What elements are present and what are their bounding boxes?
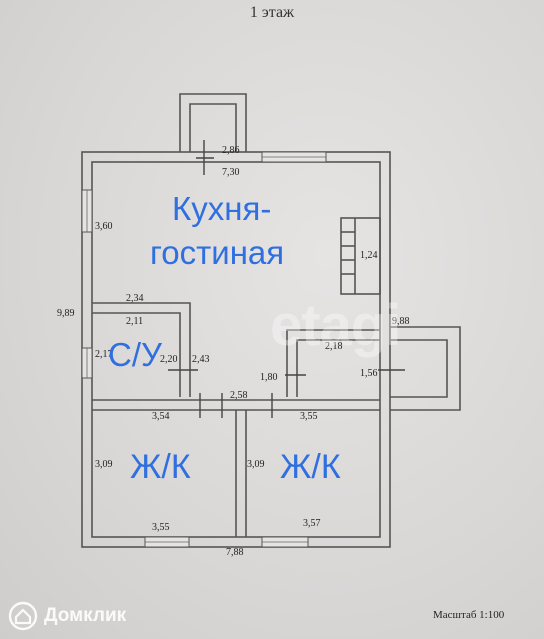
room-label-bedroom-left: Ж/К (130, 448, 191, 486)
dim-left-room-top: 3,54 (152, 411, 170, 422)
dim-corridor-mid: 2,58 (230, 390, 248, 401)
floor-title: 1 этаж (249, 4, 295, 21)
stairs-outline (340, 217, 381, 295)
dim-left-room-side: 3,09 (95, 459, 113, 470)
logo-text: Домклик (44, 605, 127, 626)
right-porch-outer (390, 326, 461, 411)
watermark: etagi (270, 293, 401, 358)
dim-right-room-bottom: 3,57 (303, 518, 321, 529)
dim-bottom-total: 7,88 (226, 547, 244, 558)
right-porch-inner (390, 339, 448, 398)
dim-stair: 1,24 (360, 250, 378, 261)
room-label-kitchen-line1: Кухня- (172, 190, 272, 227)
dim-left-upper: 3,60 (95, 221, 113, 232)
dim-left-room-bottom: 3,55 (152, 522, 170, 533)
bath-wall-inner (92, 312, 181, 397)
dim-bath-right: 2,43 (192, 354, 210, 365)
dim-hall-right-inner: 1,80 (260, 372, 278, 383)
dim-right-room-top: 3,55 (300, 411, 318, 422)
scale-label: Масштаб 1:100 (433, 609, 505, 621)
dim-bath-top-outer: 2,34 (126, 293, 144, 304)
room-label-bedroom-right: Ж/К (280, 448, 341, 486)
dim-bath-side: 2,17 (95, 349, 113, 360)
dim-left-total: 9,89 (57, 308, 75, 319)
dim-right-total: 9,88 (392, 316, 410, 327)
bath-wall-outer (92, 302, 191, 397)
dim-porch-right: 1,56 (360, 368, 378, 379)
house-logo-icon (8, 601, 38, 631)
hall-wall-inner (296, 339, 380, 397)
dim-right-room-side: 3,09 (247, 459, 265, 470)
domclick-logo: Домклик (8, 601, 126, 631)
top-porch-inner (189, 103, 237, 152)
room-label-bathroom: С/У (108, 336, 162, 373)
dim-top-wall: 7,30 (222, 167, 240, 178)
room-label-kitchen-line2: гостиная (150, 234, 285, 271)
dim-bath-inner: 2,20 (160, 354, 178, 365)
dim-hall-right-top: 2,18 (325, 341, 343, 352)
dim-porch-top: 2,86 (222, 145, 240, 156)
dim-bath-top-inner: 2,11 (126, 316, 144, 327)
top-porch-outer (179, 93, 247, 152)
